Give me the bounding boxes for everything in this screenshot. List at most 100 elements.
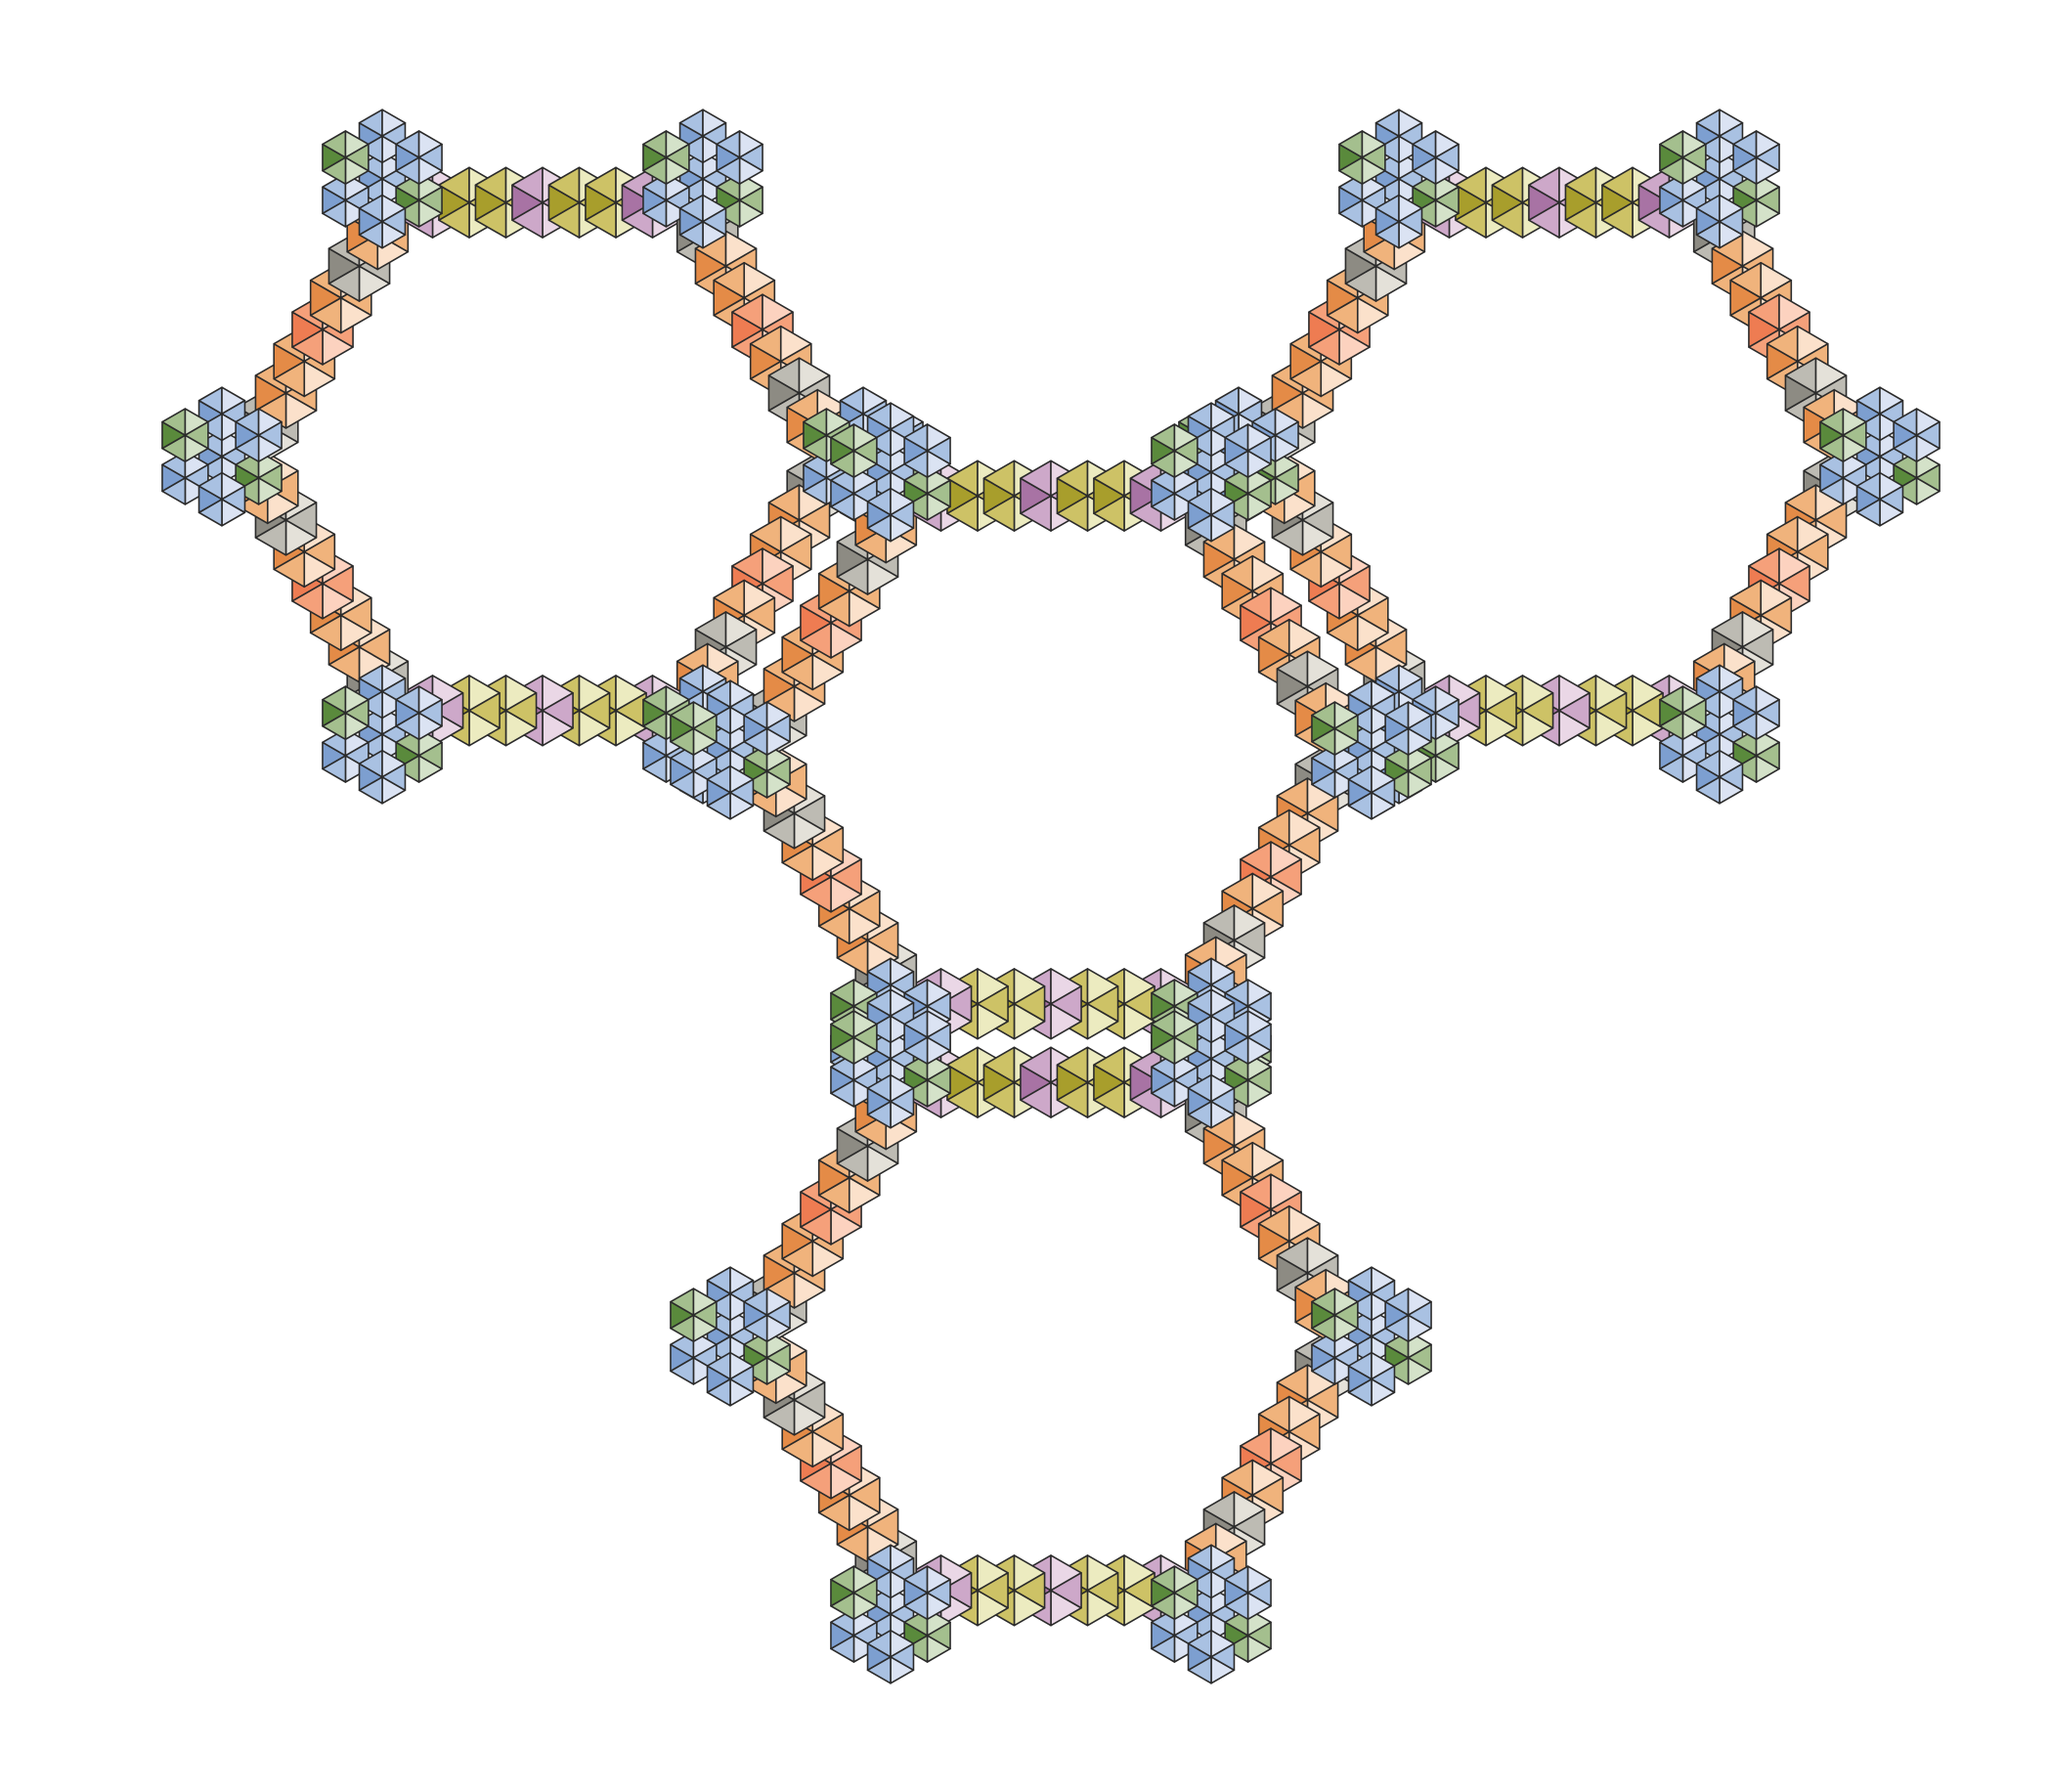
- corner-cluster: [161, 386, 283, 527]
- octahedron-face: [1741, 629, 1774, 666]
- octahedron-face: [381, 207, 407, 236]
- octahedron-face: [1173, 1578, 1199, 1607]
- octahedron-face: [1274, 463, 1299, 493]
- cluster-octahedron: [866, 1073, 915, 1129]
- octahedron-face: [1246, 1621, 1272, 1650]
- octahedron-face: [1283, 469, 1316, 507]
- octahedron-face: [729, 1365, 755, 1394]
- cluster-octahedron: [1347, 765, 1396, 820]
- octahedron-face: [793, 795, 826, 832]
- octahedron-face: [1210, 1087, 1236, 1115]
- cluster-octahedron: [1338, 130, 1386, 185]
- octahedron-face: [1434, 143, 1460, 172]
- corner-cluster: [1338, 109, 1460, 249]
- octahedron-face: [1434, 698, 1460, 727]
- cluster-octahedron: [1151, 423, 1199, 478]
- octahedron-face: [890, 501, 915, 529]
- octahedron-face: [926, 479, 951, 508]
- octahedron-face: [1361, 143, 1386, 172]
- octahedron-face: [1778, 565, 1810, 602]
- cluster-octahedron: [678, 194, 727, 249]
- cluster-octahedron: [197, 471, 246, 527]
- octahedron-face: [1086, 985, 1119, 1023]
- octahedron-face: [1287, 1413, 1321, 1451]
- cluster-octahedron: [716, 130, 763, 185]
- octahedron-face: [1407, 714, 1432, 743]
- ring-octahedron: [1766, 325, 1829, 398]
- octahedron-face: [765, 1343, 791, 1373]
- cluster-octahedron: [1187, 1073, 1236, 1129]
- octahedron-face: [1719, 207, 1744, 236]
- corner-cluster: [670, 679, 791, 820]
- octahedron-face: [1173, 1023, 1199, 1052]
- octahedron-face: [284, 502, 318, 539]
- cluster-octahedron: [830, 465, 878, 521]
- octahedron-face: [1448, 692, 1481, 729]
- cluster-octahedron: [235, 408, 283, 463]
- cluster-octahedron: [1384, 701, 1432, 757]
- octahedron-face: [890, 1642, 915, 1672]
- cluster-octahedron: [1384, 1330, 1432, 1385]
- cluster-octahedron: [830, 1565, 878, 1621]
- octahedron-face: [1013, 1572, 1046, 1609]
- cluster-octahedron: [1659, 728, 1707, 783]
- octahedron-face: [830, 858, 862, 896]
- corner-cluster: [670, 1266, 791, 1407]
- cluster-octahedron: [1659, 130, 1707, 185]
- cluster-octahedron: [395, 685, 443, 741]
- octahedron-face: [765, 757, 791, 786]
- octahedron-face: [811, 826, 845, 864]
- corner-cluster: [830, 1544, 951, 1684]
- octahedron-face: [1338, 565, 1371, 602]
- octahedron-face: [729, 778, 755, 808]
- octahedron-face: [738, 186, 763, 215]
- octahedron-face: [468, 692, 501, 729]
- octahedron-face: [692, 1300, 718, 1330]
- octahedron-face: [926, 1023, 951, 1052]
- octahedron-face: [1521, 692, 1554, 729]
- corner-cluster: [642, 109, 763, 249]
- octahedron-face: [257, 463, 283, 493]
- octahedron-face: [774, 1349, 807, 1387]
- octahedron-face: [1879, 485, 1904, 514]
- cluster-octahedron: [1187, 1629, 1236, 1684]
- corner-cluster: [322, 109, 443, 249]
- cluster-octahedron: [743, 701, 791, 757]
- octahedron-face: [1246, 436, 1272, 465]
- octahedron-face: [866, 1508, 899, 1546]
- octahedron-face: [417, 143, 443, 172]
- corner-cluster: [1311, 679, 1432, 820]
- octahedron-face: [811, 1413, 845, 1451]
- cluster-octahedron: [706, 1266, 755, 1322]
- cluster-octahedron: [903, 423, 951, 478]
- cluster-octahedron: [830, 1010, 878, 1065]
- octahedron-face: [1246, 1023, 1272, 1052]
- octahedron-face: [665, 143, 690, 172]
- cluster-octahedron: [866, 487, 915, 543]
- octahedron-face: [852, 436, 878, 465]
- cluster-octahedron: [1151, 465, 1199, 521]
- cluster-octahedron: [358, 749, 407, 805]
- cluster-octahedron: [1311, 1330, 1359, 1385]
- octahedron-face: [779, 533, 812, 571]
- octahedron-face: [702, 207, 727, 236]
- octahedron-face: [1251, 890, 1285, 928]
- corner-cluster: [1151, 402, 1272, 543]
- octahedron-face: [926, 436, 951, 465]
- cluster-octahedron: [743, 1288, 791, 1343]
- octahedron-face: [830, 1445, 862, 1482]
- cluster-octahedron: [866, 402, 915, 458]
- octahedron-face: [1755, 186, 1780, 215]
- octahedron-face: [1594, 692, 1628, 729]
- octahedron-face: [417, 698, 443, 727]
- octahedron-face: [1407, 757, 1432, 786]
- octahedron-face: [798, 502, 831, 539]
- cluster-octahedron: [903, 1565, 951, 1621]
- octahedron-face: [1814, 502, 1848, 539]
- octahedron-face: [774, 763, 807, 801]
- ring-top-left: [161, 109, 924, 805]
- octahedron-face: [852, 1023, 878, 1052]
- octahedron-face: [417, 741, 443, 770]
- octahedron-face: [1558, 692, 1591, 729]
